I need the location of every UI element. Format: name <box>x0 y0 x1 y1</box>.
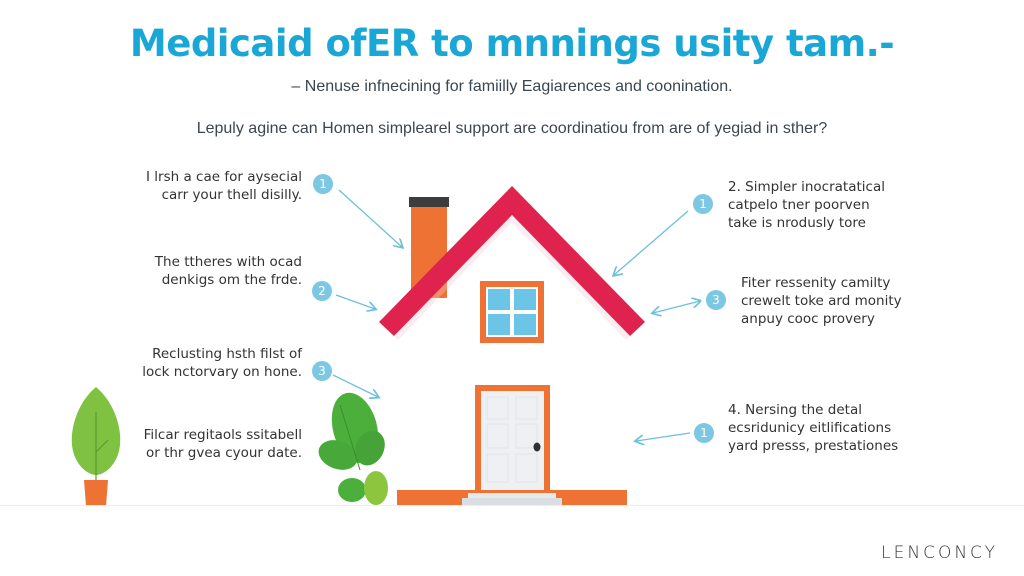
arrow-right-2 <box>653 301 700 313</box>
arrow-left-3 <box>332 374 378 397</box>
callout-left-2: The ttheres with ocad denkigs om the frd… <box>154 254 302 288</box>
foundation-icon <box>397 490 627 506</box>
badge-left-3: 3 <box>312 361 332 381</box>
callout-right-1: 2. Simpler inocratatical catpelo tner po… <box>728 179 885 231</box>
page-title: Medicaid ofER to mnnings usity tam.- <box>129 22 895 65</box>
badge-right-2: 3 <box>706 290 726 310</box>
potted-plant-icon <box>71 387 121 506</box>
badge-right-3: 1 <box>694 423 714 443</box>
callout-left-1: I lrsh a cae for aysecial carr your thel… <box>146 169 302 203</box>
callout-left-4: Filcar regitaols ssitabell or thr gvea c… <box>143 427 302 461</box>
callout-right-2: Fiter ressenity camilty crewelt toke ard… <box>741 275 902 327</box>
page-subtitle: – Nenuse infnecining for famiilly Eagiar… <box>291 78 733 95</box>
roof-icon <box>379 186 645 340</box>
callout-left-3: Reclusting hsth filst of lock nctorvary … <box>142 346 302 380</box>
badge-left-1: 1 <box>313 174 333 194</box>
bush-icon <box>318 392 388 505</box>
door-icon <box>475 385 550 490</box>
arrow-left-2 <box>335 294 375 309</box>
callout-right-3: 4. Nersing the detal ecsridunicy eitlifi… <box>728 402 899 454</box>
arrow-right-3 <box>636 432 691 441</box>
intro-question: Lepuly agine can Homen simplearel suppor… <box>196 120 828 137</box>
window-icon <box>480 281 544 343</box>
badge-right-1: 1 <box>693 194 713 214</box>
ground-divider <box>0 505 1024 506</box>
arrow-left-1 <box>338 189 402 247</box>
brand-logo: LENCONCY <box>881 543 998 563</box>
badge-left-2: 2 <box>312 281 332 301</box>
arrow-right-1 <box>614 210 689 275</box>
